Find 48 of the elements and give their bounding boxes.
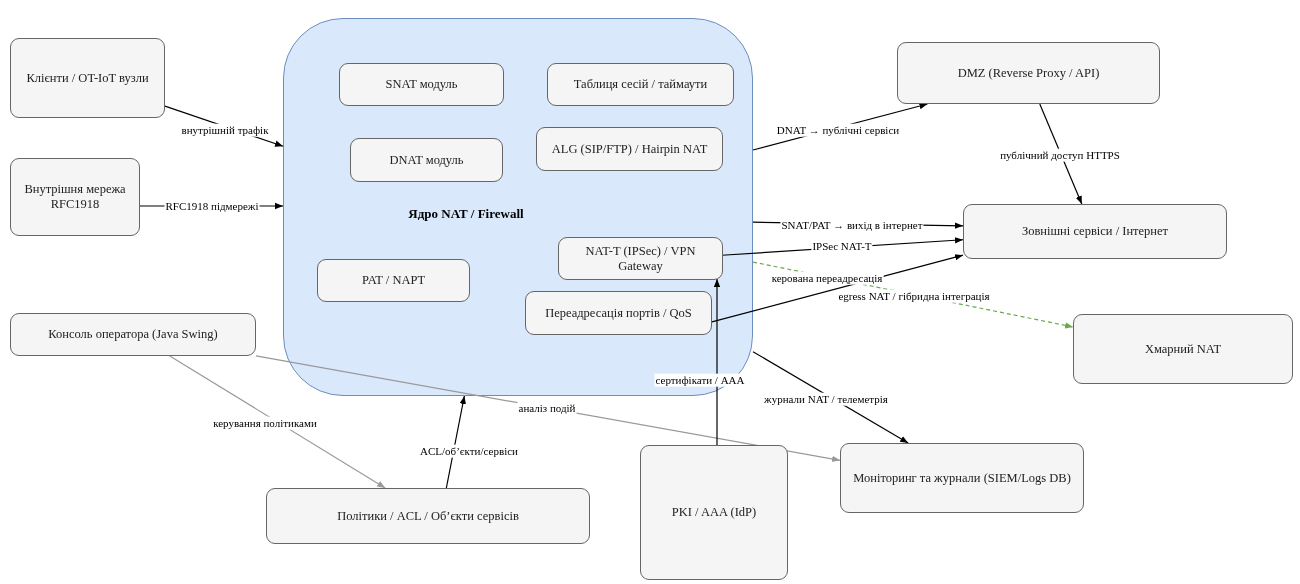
node-text: Внутрішня мережа RFC1918: [23, 182, 127, 212]
node-text: DMZ (Reverse Proxy / API): [957, 65, 1100, 81]
edge-label: журнали NAT / телеметрія: [763, 392, 889, 406]
node-text: Хмарний NAT: [1144, 341, 1222, 357]
node-text: SNAT модуль: [385, 77, 458, 92]
process-box: [640, 445, 788, 580]
node-text: PAT / NAPT: [361, 273, 426, 288]
arrow: [713, 278, 721, 446]
process-box: [350, 138, 503, 182]
edge-label: сертифікати / AAA: [654, 373, 746, 387]
edge-label: egress NAT / гібридна інтеграція: [837, 289, 991, 303]
container-box: [283, 18, 753, 396]
process-box: [339, 63, 504, 106]
process-box: [10, 38, 165, 118]
process-box: [525, 291, 712, 335]
node-text: Таблиця сесій / таймаути: [573, 77, 708, 92]
process-box: [897, 42, 1160, 104]
arrow: [169, 355, 386, 489]
process-box: [963, 204, 1227, 259]
process-box: [840, 443, 1084, 513]
process-box: [10, 313, 256, 356]
node-text: DNAT модуль: [389, 152, 464, 168]
node-text: Моніторинг та журнали (SIEM/Logs DB): [853, 470, 1071, 486]
arrow: [445, 395, 466, 489]
edge-label: аналіз подій: [517, 401, 577, 415]
node-text: Консоль оператора (Java Swing): [48, 327, 218, 342]
node-text: Клієнти / OT-IoT вузли: [26, 70, 149, 86]
arrow: [1039, 103, 1083, 205]
process-box: [536, 127, 723, 171]
node-text: ALG (SIP/FTP) / Hairpin NAT: [551, 141, 708, 157]
edge-label: DNAT → публічні сервіси: [775, 123, 901, 137]
process-box: [317, 259, 470, 302]
process-box: [558, 237, 723, 280]
edge-label: внутрішній трафік: [180, 123, 270, 137]
node-text: Переадресація портів / QoS: [545, 305, 692, 321]
node-text: Зовнішні сервіси / Інтернет: [1021, 224, 1169, 239]
process-box: [1073, 314, 1293, 384]
edge-label: керована переадресація: [770, 271, 884, 285]
container-title: Ядро NAT / Firewall: [408, 205, 524, 224]
process-box: [266, 488, 590, 544]
edge-label: керування політиками: [212, 416, 318, 430]
edge-label: ACL/об’єкти/сервіси: [419, 444, 519, 458]
process-box: [547, 63, 734, 106]
process-box: [10, 158, 140, 236]
node-text: Політики / ACL / Об’єкти сервісів: [337, 508, 519, 524]
node-text: NAT-T (IPSec) / VPN Gateway: [584, 243, 697, 274]
edge-label: публічний доступ HTTPS: [999, 148, 1121, 162]
node-text: PKI / AAA (IdP): [671, 505, 757, 520]
